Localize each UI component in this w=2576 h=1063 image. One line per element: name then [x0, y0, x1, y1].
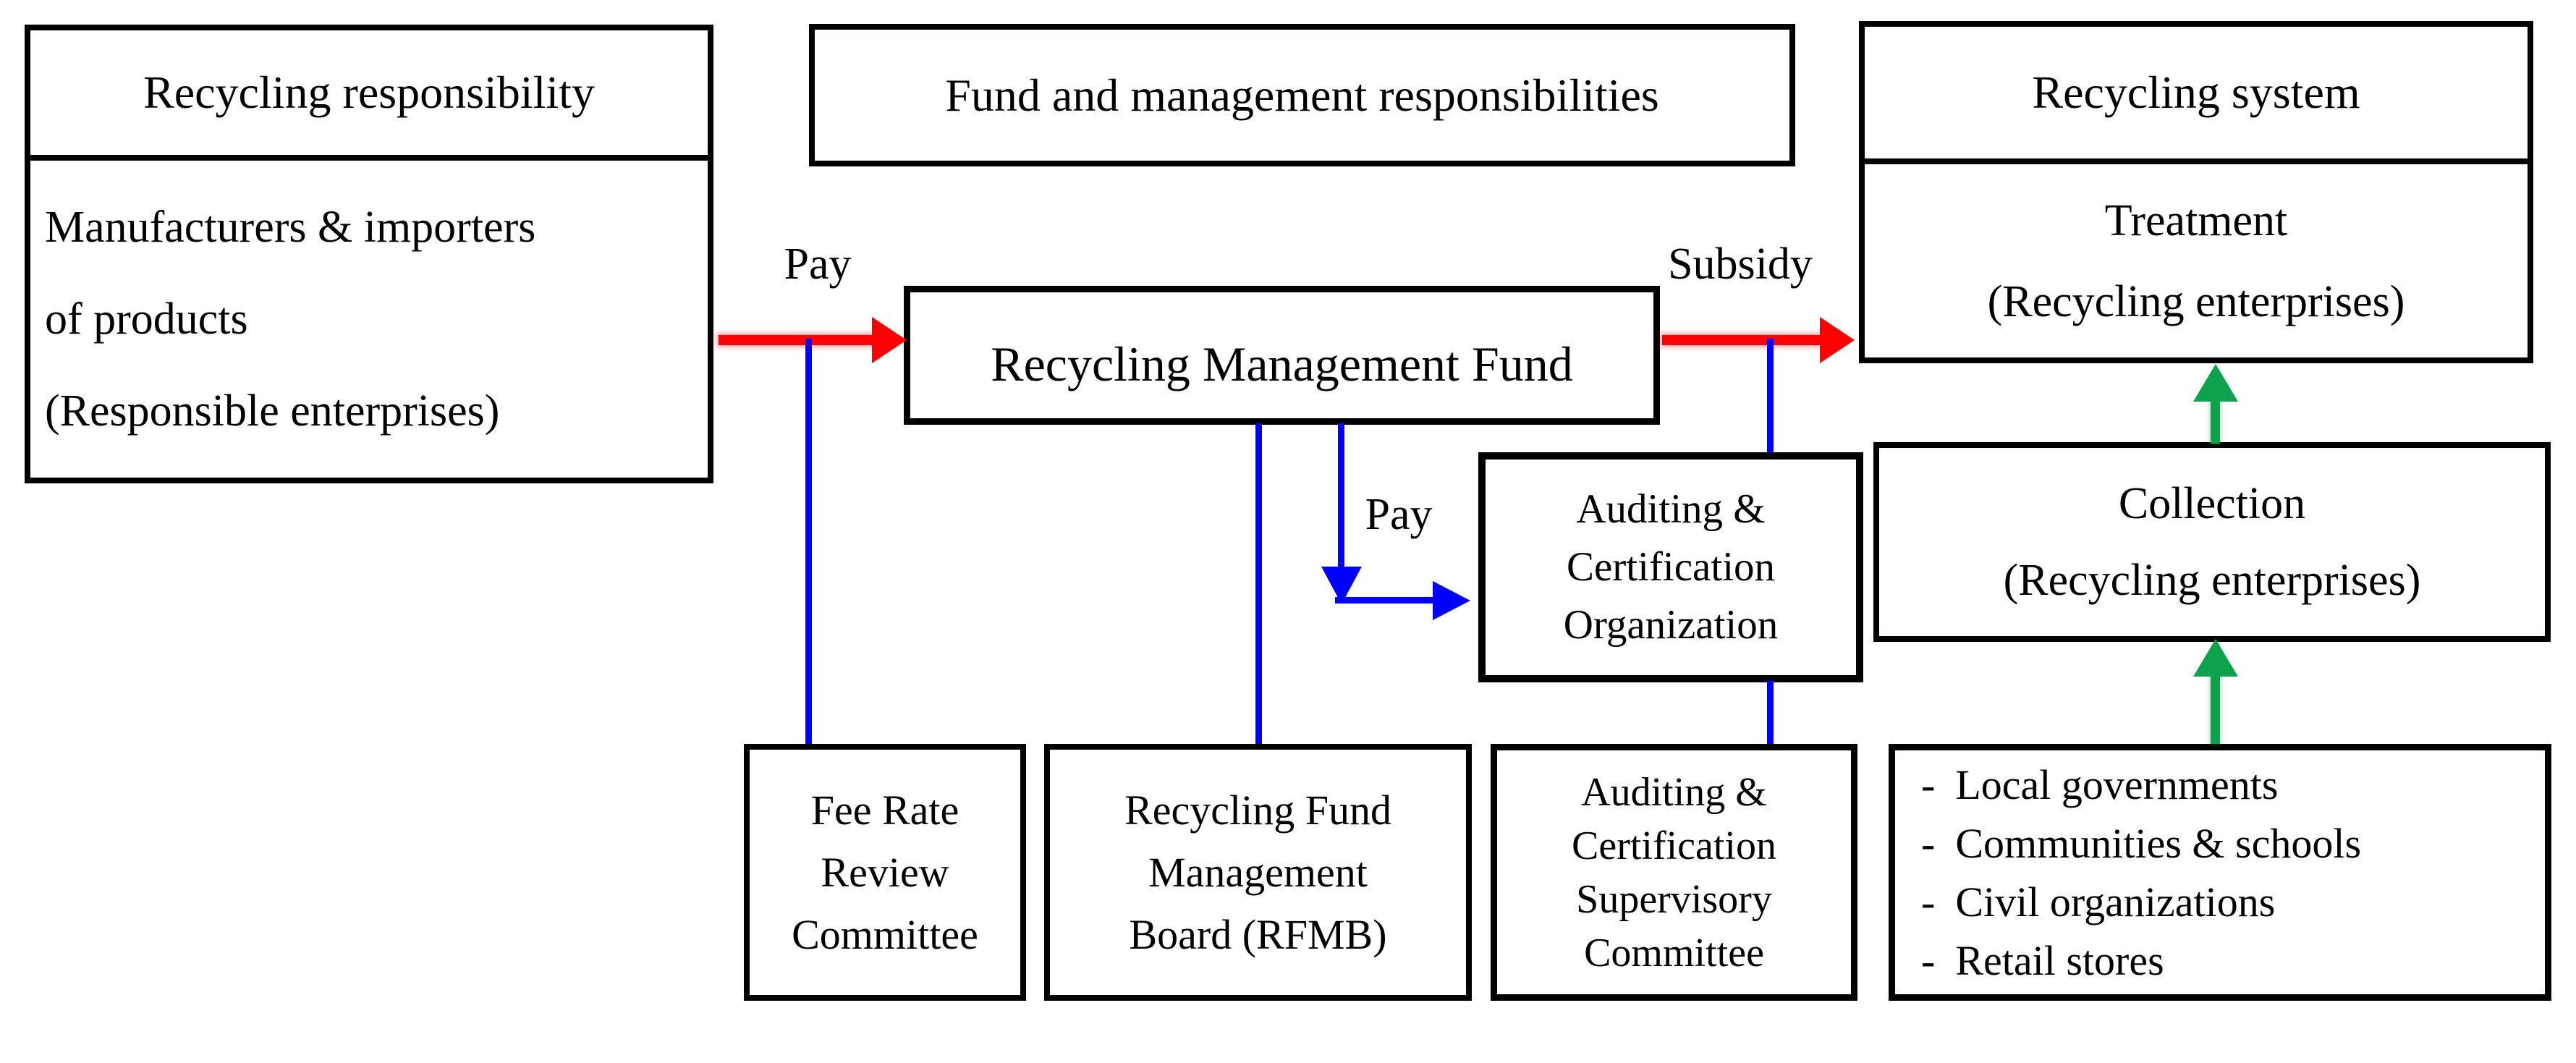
fee-rate-line-1: Fee Rate: [810, 786, 959, 834]
recycling-system-title: Recycling system: [2032, 67, 2360, 118]
up-arrowhead-icon: [2193, 364, 2238, 402]
auditing-certification-organization-box: Auditing & Certification Organization: [1478, 452, 1863, 682]
bullet-dash: -: [1921, 936, 1936, 984]
up-arrowhead-icon: [2193, 639, 2238, 677]
fee-rate-review-committee-box: Fee Rate Review Committee: [744, 744, 1026, 1001]
auditing-org-line-2: Certification: [1566, 544, 1776, 590]
supervisory-line-4: Committee: [1584, 930, 1764, 975]
fund-to-rfmb-line: [1255, 423, 1262, 744]
rfmb-line-2: Management: [1148, 848, 1368, 896]
organization-to-supervisory-line: [1767, 681, 1774, 744]
auditing-org-line-1: Auditing &: [1576, 486, 1766, 532]
fee-rate-line-3: Committee: [792, 910, 978, 958]
fund-management-responsibilities-label: Fund and management responsibilities: [945, 69, 1659, 121]
subsidy-arrow: [1662, 335, 1821, 345]
bullet-dash: -: [1921, 819, 1936, 867]
subsidy-label: Subsidy: [1668, 240, 1813, 289]
responsible-enterprises-text: Manufacturers & importers of products (R…: [30, 161, 708, 478]
bullet-dash: -: [1921, 878, 1936, 926]
pay-arrow: [719, 335, 874, 345]
bullet-dash: -: [1921, 761, 1936, 808]
recycling-management-fund-label: Recycling Management Fund: [991, 336, 1573, 391]
fund-management-responsibilities-box: Fund and management responsibilities: [809, 24, 1795, 166]
source-item-retail-stores: -Retail stores: [1921, 931, 2164, 990]
treatment-line: Treatment: [2104, 195, 2288, 245]
treatment-box: Treatment (Recycling enterprises): [1865, 164, 2528, 357]
supervisory-line-2: Certification: [1571, 823, 1776, 868]
sources-to-collection-arrow: [2211, 673, 2220, 744]
subsidy-arrowhead-icon: [1820, 317, 1855, 363]
pay-arrowhead-icon: [872, 317, 907, 363]
rfmb-line-1: Recycling Fund: [1124, 786, 1391, 834]
rfmb-line-3: Board (RFMB): [1129, 910, 1387, 958]
pay-label: Pay: [784, 240, 852, 289]
supervisory-line-1: Auditing &: [1581, 769, 1767, 815]
recycling-system-box: Recycling system Treatment (Recycling en…: [1859, 21, 2533, 363]
collection-sources-box: -Local governments -Communities & school…: [1889, 744, 2551, 1001]
collection-line: Collection: [2118, 479, 2306, 528]
auditing-org-line-3: Organization: [1563, 602, 1779, 648]
recycling-fund-management-board-box: Recycling Fund Management Board (RFMB): [1044, 744, 1472, 1001]
right-arrowhead-icon: [1433, 581, 1470, 620]
fund-to-organization-pay-line-vertical: [1338, 423, 1344, 569]
source-item-local-governments: -Local governments: [1921, 755, 2278, 814]
subsidy-to-organization-line: [1767, 339, 1774, 452]
fund-to-organization-pay-line-horizontal: [1335, 597, 1434, 604]
pay-to-organization-label: Pay: [1365, 490, 1433, 539]
pay-to-fee-committee-line: [805, 339, 812, 744]
source-item-civil-organizations: -Civil organizations: [1921, 873, 2275, 931]
recycling-responsibility-box: Recycling responsibility Manufacturers &…: [25, 25, 713, 483]
fee-rate-line-2: Review: [821, 848, 949, 896]
collection-box: Collection (Recycling enterprises): [1873, 442, 2551, 642]
recycling-responsibility-title: Recycling responsibility: [143, 67, 595, 118]
treatment-enterprises-line: (Recycling enterprises): [1987, 276, 2405, 326]
recycling-responsibility-header: Recycling responsibility: [30, 30, 708, 161]
source-item-communities-schools: -Communities & schools: [1921, 814, 2361, 873]
manufacturers-line: Manufacturers & importers: [45, 202, 536, 252]
collection-enterprises-line: (Recycling enterprises): [2003, 556, 2421, 605]
supervisory-line-3: Supervisory: [1576, 876, 1772, 922]
recycling-management-fund-box: Recycling Management Fund: [904, 286, 1660, 425]
collection-to-treatment-arrow: [2211, 397, 2220, 444]
recycling-system-header: Recycling system: [1865, 27, 2528, 164]
of-products-line: of products: [45, 294, 248, 344]
responsible-enterprises-line: (Responsible enterprises): [45, 386, 500, 436]
auditing-certification-supervisory-committee-box: Auditing & Certification Supervisory Com…: [1491, 744, 1857, 1001]
